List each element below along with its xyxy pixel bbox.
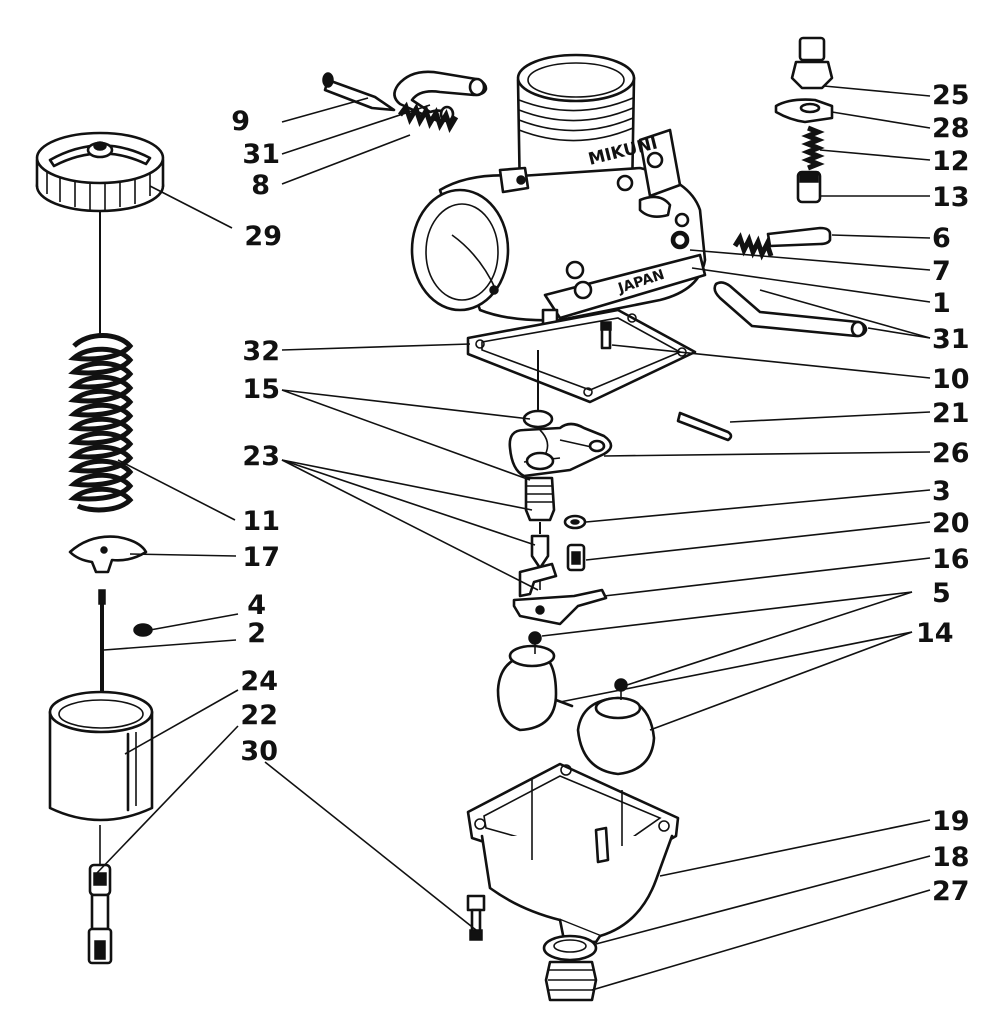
callout-3: 3 — [932, 476, 951, 507]
pilot-jet — [600, 321, 612, 350]
callout-17: 17 — [242, 542, 280, 573]
vent-tube-lower — [713, 281, 868, 338]
needle-valve-seat — [524, 476, 556, 522]
callout-20: 20 — [932, 508, 970, 539]
callout-29: 29 — [244, 221, 282, 252]
callout-6: 6 — [932, 223, 951, 254]
throttle-spring — [68, 333, 134, 513]
callout-19: 19 — [932, 806, 970, 837]
needle-clip — [133, 623, 153, 637]
callout-21: 21 — [932, 398, 970, 429]
leader-lines — [95, 85, 931, 991]
callout-31-right: 31 — [932, 324, 970, 355]
callout-30: 30 — [240, 736, 278, 767]
baffle-plate — [508, 422, 613, 478]
callout-24: 24 — [240, 666, 278, 697]
float-right — [576, 696, 656, 776]
main-jet — [566, 543, 586, 572]
jet-needle — [98, 589, 106, 705]
callout-14: 14 — [916, 618, 954, 649]
float-left — [496, 644, 574, 732]
callout-25: 25 — [932, 80, 970, 111]
float-needle — [530, 522, 550, 590]
callout-8: 8 — [251, 170, 270, 201]
callout-2: 2 — [247, 618, 266, 649]
callout-4: 4 — [247, 590, 266, 621]
carburetor-body: MIKUNI JAPAN — [410, 53, 707, 347]
float-arm — [512, 562, 608, 626]
callout-7: 7 — [932, 256, 951, 287]
pilot-screw-spring — [398, 101, 459, 133]
callout-10: 10 — [932, 364, 970, 395]
float-bowl-gasket — [466, 308, 697, 404]
callout-labels: 9 31 8 29 32 15 23 11 17 4 2 24 22 30 25… — [231, 80, 969, 907]
callout-13: 13 — [932, 182, 970, 213]
callout-18: 18 — [932, 842, 970, 873]
mixing-chamber-cap — [35, 131, 165, 213]
callout-22: 22 — [240, 700, 278, 731]
callout-26: 26 — [932, 438, 970, 469]
callout-27: 27 — [932, 876, 970, 907]
needle-jet — [87, 825, 113, 965]
callout-31-left: 31 — [242, 139, 280, 170]
callout-16: 16 — [932, 544, 970, 575]
drain-washer — [542, 934, 598, 962]
callout-32: 32 — [242, 336, 280, 367]
float-pin — [676, 411, 733, 442]
drain-plug — [544, 960, 598, 1002]
float-bowl — [466, 762, 680, 944]
idle-screw — [732, 226, 832, 261]
needle-clip-plate — [68, 535, 148, 574]
bowl-screw — [466, 894, 486, 941]
callout-1: 1 — [932, 288, 951, 319]
callout-11: 11 — [242, 506, 280, 537]
callout-28: 28 — [932, 113, 970, 144]
callout-23: 23 — [242, 441, 280, 472]
callout-15: 15 — [242, 374, 280, 405]
throttle-stop-assembly — [774, 36, 834, 204]
callout-9: 9 — [231, 106, 250, 137]
callout-12: 12 — [932, 146, 970, 177]
throttle-valve — [48, 690, 154, 822]
pilot-air-screw — [322, 72, 396, 112]
callout-5: 5 — [932, 578, 951, 609]
